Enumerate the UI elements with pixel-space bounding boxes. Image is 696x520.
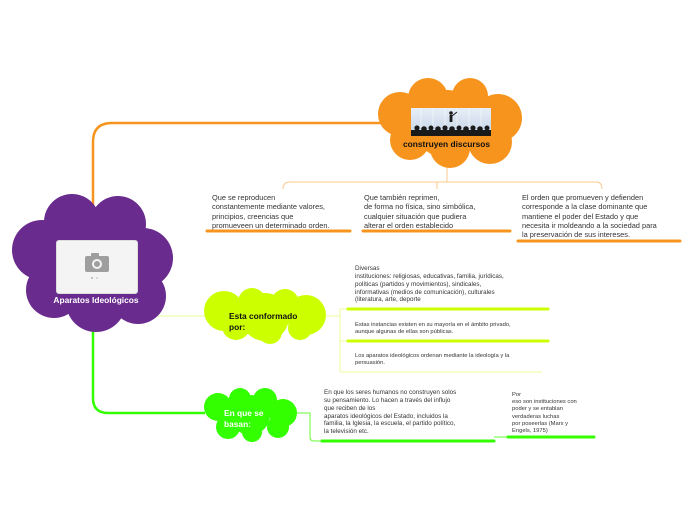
camera-icon <box>85 253 109 279</box>
central-cloud-shape <box>12 194 173 332</box>
concert-audience-image <box>411 108 491 136</box>
connector-discursos-children <box>282 164 603 190</box>
conformado-cloud-shape <box>204 288 326 344</box>
basan-child[interactable]: En que los seres humanos no construyen s… <box>324 389 457 436</box>
conformado-node-label[interactable]: Esta conformado por: <box>229 311 298 332</box>
conformado-child-3[interactable]: Los aparatos ideológicos ordenan mediant… <box>355 353 510 367</box>
discursos-child-1[interactable]: Que se reproducen constantemente mediant… <box>212 193 330 230</box>
basan-cloud-shape <box>204 388 297 442</box>
discursos-child-2[interactable]: Que también reprimen, de forma no física… <box>364 193 476 230</box>
basan-grandchild[interactable]: Por eso son instituciones con poder y se… <box>512 392 577 435</box>
connector-basan-child <box>296 412 322 442</box>
connector-conformado-children <box>326 308 542 373</box>
root-image-placeholder <box>56 240 138 294</box>
connector-root-discursos <box>91 121 398 205</box>
discursos-node-label[interactable]: construyen discursos <box>403 139 491 149</box>
conformado-child-1[interactable]: Diversas instituciones: religiosas, educ… <box>355 265 504 304</box>
basan-node-label[interactable]: En que se basan: <box>224 408 264 429</box>
discursos-child-3[interactable]: El orden que promueven y defienden corre… <box>522 193 657 239</box>
root-node-label[interactable]: Aparatos Ideológicos <box>53 295 139 305</box>
connector-root-basan <box>91 330 205 415</box>
conformado-child-2[interactable]: Estas instancias existen en su mayoría e… <box>355 322 511 336</box>
